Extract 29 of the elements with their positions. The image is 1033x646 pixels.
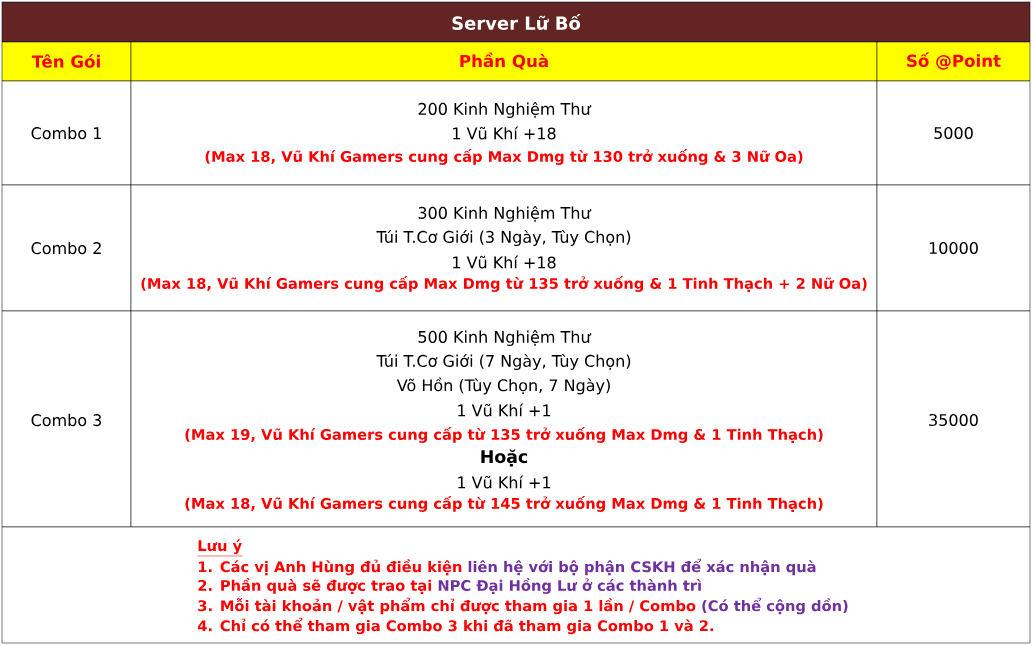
title-bar: Server Lữ Bố (1, 1, 1031, 43)
label: Hoặc (481, 449, 528, 467)
table-cell: Combo 1 (1, 80, 132, 186)
label: 1. Các vị Anh Hùng đủ điều kiện (198, 559, 462, 576)
label: 2. Phần quà sẽ được trao tại (198, 578, 432, 594)
label: 300 Kinh Nghiệm Thư (418, 205, 592, 223)
label: liên hệ với bộ phận CSKH để xác nhận quà (468, 558, 816, 576)
table-cell: Combo 2 (1, 184, 132, 312)
label: (Max 18, Vũ Khí Gamers cung cấp từ 145 trở xuống Max Dmg & 1 Tinh Thạch) (185, 496, 823, 512)
table-cell: Số @Point (876, 41, 1031, 82)
label: Võ Hồn (Tùy Chọn, 7 Ngày) (396, 377, 610, 395)
label: 500 Kinh Nghiệm Thư (418, 329, 592, 347)
table-cell: 5000 (876, 80, 1031, 186)
label: (Max 18, Vũ Khí Gamers cung cấp Max Dmg từ 135 trở xuống & 1 Tinh Thạch + 2 Nữ Oa) (141, 276, 867, 292)
label: 3. Mỗi tài khoản / vật phẩm chỉ được tham gia 1 lần / Combo (198, 597, 696, 615)
table-cell: 10000 (876, 184, 1031, 312)
label: NPC Đại Hồng Lư ở các thành trì (438, 578, 701, 594)
label: Lưu ý (198, 539, 242, 555)
label: (Có thể cộng dồn) (702, 597, 848, 615)
label: (Max 19, Vũ Khí Gamers cung cấp từ 135 trở xuống Max Dmg & 1 Tinh Thạch) (185, 427, 823, 443)
label: 4. Chỉ có thể tham gia Combo 3 khi đã tham gia Combo 1 và 2. (197, 617, 714, 635)
label: 1 Vũ Khí +1 (458, 475, 551, 489)
label: Túi T.Cơ Giới (3 Ngày, Tùy Chọn) (376, 229, 631, 247)
table-cell: Tên Gói (1, 41, 132, 82)
label: 1 Vũ Khí +1 (458, 403, 551, 417)
label: Túi T.Cơ Giới (7 Ngày, Tùy Chọn) (376, 353, 631, 371)
table-cell: 35000 (876, 310, 1031, 528)
label: 1 Vũ Khí +18 (453, 255, 556, 269)
table-cell: Combo 3 (1, 310, 132, 528)
